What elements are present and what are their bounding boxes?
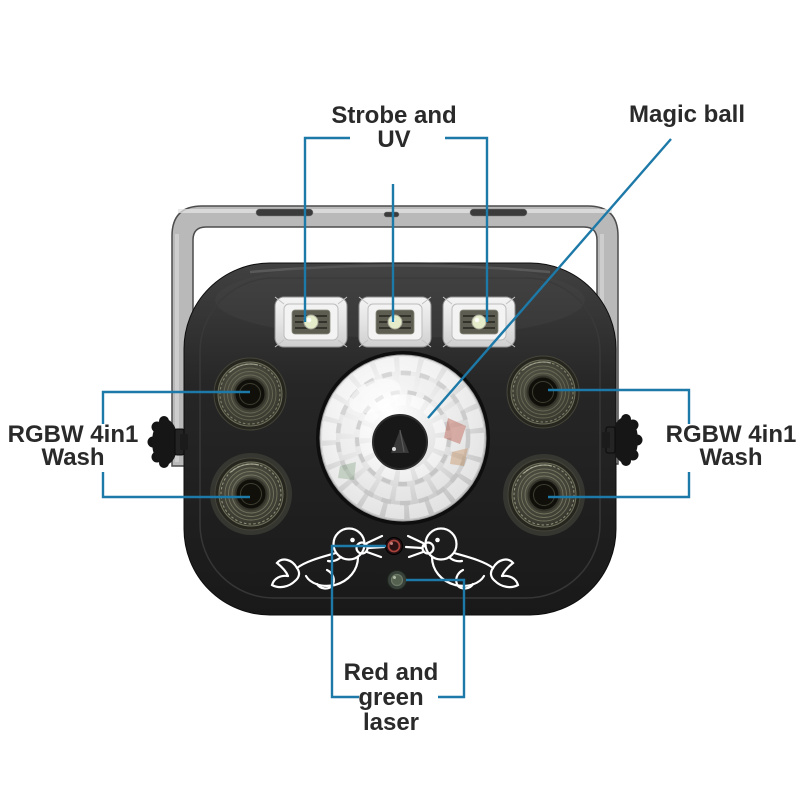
callout-lines: [101, 136, 691, 699]
bracket-slots: [255, 208, 528, 218]
label-line: Wash: [41, 444, 105, 471]
label-line: RGBW 4in1: [7, 421, 139, 448]
red-laser-aperture: [385, 537, 403, 555]
label-line: green: [358, 684, 424, 711]
label-line: Wash: [699, 444, 763, 471]
magic-ball: [316, 351, 490, 525]
callout-strobe-uv: [303, 136, 489, 322]
label-line: Strobe and: [331, 102, 457, 129]
wash-lenses: [210, 355, 585, 536]
label-line: Red and: [343, 659, 439, 686]
callout-wash-right: [548, 388, 691, 499]
wash-lens: [503, 454, 585, 536]
label-line: laser: [362, 709, 420, 736]
wash-lens: [506, 355, 580, 429]
strobe-uv-led: [358, 296, 432, 348]
callout-magic-ball: [427, 138, 672, 419]
label-rgbw-wash-left: RGBW 4in1 Wash: [0, 421, 146, 471]
wash-lens: [213, 357, 287, 431]
label-rgbw-wash-right: RGBW 4in1 Wash: [658, 421, 800, 471]
callout-laser: [330, 544, 466, 699]
callout-wash-left: [101, 390, 250, 499]
label-line: UV: [377, 126, 411, 153]
label-magic-ball: Magic ball: [622, 103, 752, 127]
strobe-uv-led: [442, 296, 516, 348]
mounting-bracket: [171, 205, 619, 467]
label-line: Magic ball: [628, 101, 746, 128]
label-red-green-laser: Red and green laser: [318, 660, 464, 735]
wash-lens: [210, 453, 292, 535]
strobe-uv-leds: [274, 296, 516, 348]
strobe-uv-led: [274, 296, 348, 348]
green-laser-aperture: [387, 570, 407, 590]
label-line: RGBW 4in1: [665, 421, 797, 448]
label-strobe-and-uv: Strobe and UV: [296, 104, 492, 152]
